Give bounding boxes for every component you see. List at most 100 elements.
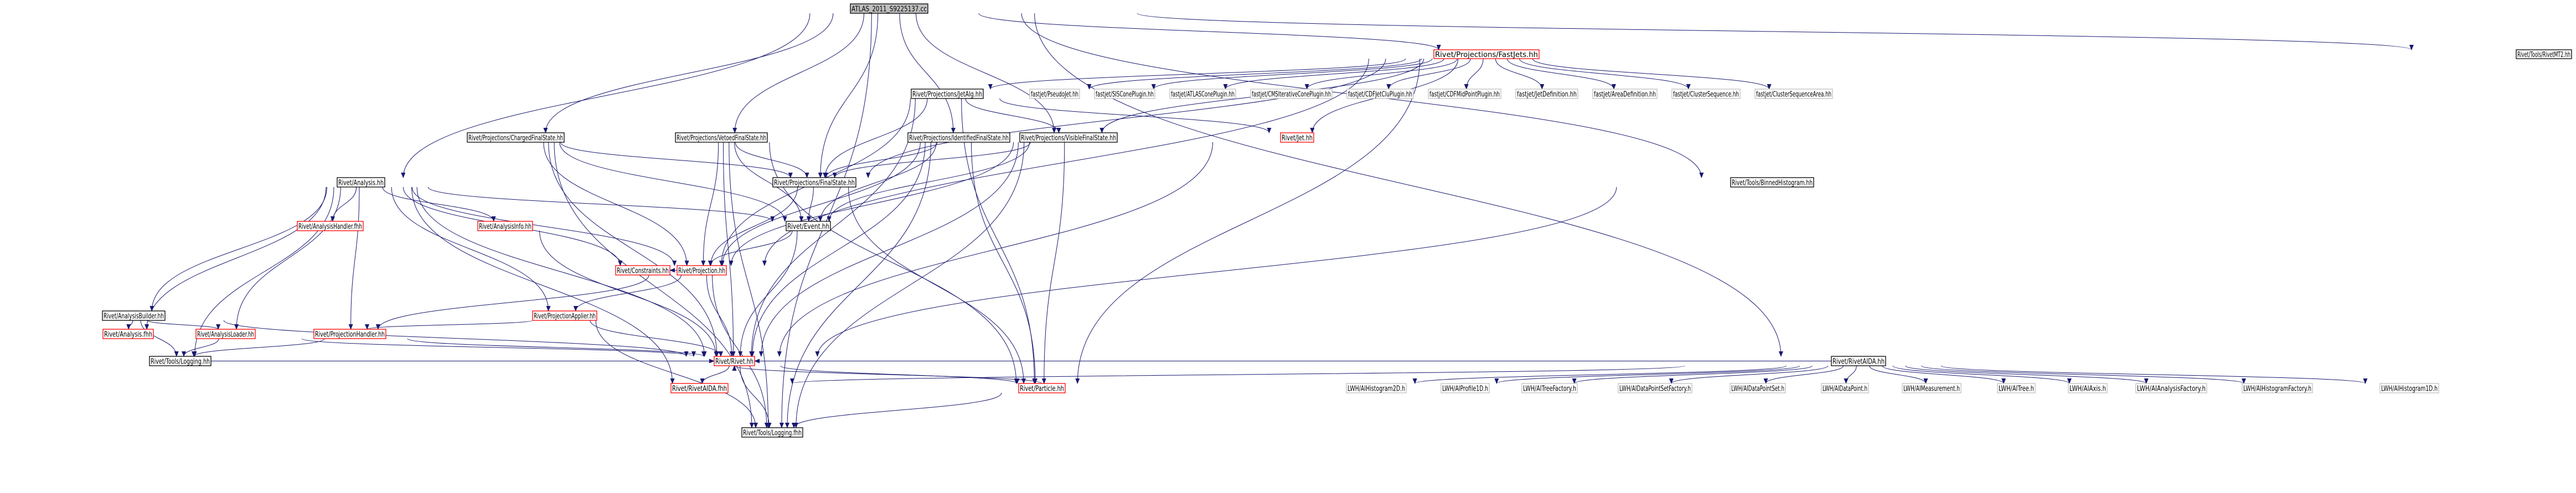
node-identifiedfs[interactable]: Rivet/Projections/IdentifiedFinalState.h…: [907, 132, 1010, 143]
node-analysisfhh[interactable]: Rivet/Analysis.fhh: [102, 329, 154, 339]
node-jet[interactable]: Rivet/Jet.hh: [1280, 132, 1314, 143]
node-box-particle: [1018, 383, 1066, 393]
node-itree: LWH/AITree.h: [1997, 383, 2036, 393]
edge-analysis-to-projection: [411, 186, 677, 266]
edge-root-to-rivetaidahh: [1034, 13, 1783, 357]
edge-analysis-to-projhandler: [348, 186, 360, 330]
edge-root-to-rivetmt2: [1137, 13, 2414, 50]
node-siscone: fastjet/SISConePlugin.hh: [1094, 89, 1155, 99]
node-binnedhisto[interactable]: Rivet/Tools/BinnedHistogram.hh: [1730, 177, 1814, 188]
edge-visiblefs-to-toolsloggingfhh: [793, 142, 1025, 428]
node-label-atlascone: fastjet/ATLASConePlugin.hh: [1171, 90, 1235, 99]
node-label-ianalysisfactory: LWH/AIAnalysisFactory.h: [2137, 385, 2206, 393]
node-ihistofactory: LWH/AIHistogramFactory.h: [2242, 383, 2313, 393]
node-box-binnedhisto: [1730, 177, 1814, 188]
node-rivethh[interactable]: Rivet/Rivet.hh: [714, 356, 755, 366]
edge-root-to-vetoedfs: [732, 13, 865, 133]
node-projapplier[interactable]: Rivet/ProjectionApplier.hh: [532, 310, 597, 321]
node-jetdef: fastjet/JetDefinition.hh: [1515, 89, 1578, 99]
node-label-event: Rivet/Event.hh: [787, 222, 829, 231]
node-imeasurement: LWH/AIMeasurement.h: [1902, 383, 1961, 393]
node-jetalg[interactable]: Rivet/Projections/JetAlg.hh: [911, 89, 984, 99]
node-box-idpsfactory: [1618, 383, 1692, 393]
edge-visiblefs-to-projection: [729, 142, 1014, 266]
node-box-cdfjetclu: [1346, 89, 1414, 99]
node-analysisinfo[interactable]: Rivet/AnalysisInfo.hh: [477, 221, 533, 231]
node-constraints[interactable]: Rivet/Constraints.hh: [615, 265, 670, 276]
edge-analysis-to-rivethh: [416, 186, 707, 357]
node-rivetmt2[interactable]: Rivet/Tools/RivetMT2.hh: [2516, 49, 2572, 59]
edge-chargedfs-to-projection: [543, 142, 689, 266]
node-toolsloggingfhh[interactable]: Rivet/Tools/Logging.fhh: [741, 427, 803, 438]
edge-identifiedfs-to-toolsloggingfhh: [784, 142, 931, 428]
edge-analysis-to-toolslogginghh: [192, 186, 334, 357]
node-clusterseq: fastjet/ClusterSequence.hh: [1671, 89, 1741, 99]
node-idpsfactory: LWH/AIDataPointSetFactory.h: [1618, 383, 1692, 393]
edge-vetoedfs-to-rivethh: [723, 142, 736, 357]
node-label-fastjets: Rivet/Projections/FastJets.hh: [1435, 50, 1538, 59]
edge-root-to-visiblefs: [916, 13, 1057, 133]
node-analysis[interactable]: Rivet/Analysis.hh: [337, 177, 385, 188]
edge-rivetaidahh-to-ihistogram2d: [1413, 365, 1787, 384]
edge-analysisloader-to-rivethh: [301, 338, 696, 357]
node-analysisbuilder[interactable]: Rivet/AnalysisBuilder.hh: [102, 310, 166, 321]
edge-identifiedfs-to-finalstate: [823, 142, 938, 178]
node-ianalysisfactory: LWH/AIAnalysisFactory.h: [2135, 383, 2207, 393]
node-analysisloader[interactable]: Rivet/AnalysisLoader.hh: [195, 329, 256, 339]
node-chargedfs[interactable]: Rivet/Projections/ChargedFinalState.hh: [467, 132, 565, 143]
node-toolslogginghh[interactable]: Rivet/Tools/Logging.hh: [149, 356, 211, 366]
header-nodes: ATLAS_2011_S9225137.ccRivet/Projections/…: [102, 3, 2572, 438]
node-box-identifiedfs: [907, 132, 1010, 143]
edge-visiblefs-to-finalstate: [832, 142, 1031, 178]
edge-finalstate-to-projection: [708, 186, 798, 266]
edge-fastjets-to-areadef: [1507, 58, 1616, 90]
node-box-itreefactory: [1521, 383, 1578, 393]
edge-fastjets-to-finalstate: [866, 58, 1386, 178]
edge-jetalg-to-visiblefs: [965, 98, 1061, 133]
node-box-root: [850, 3, 928, 14]
node-box-atlascone: [1169, 89, 1236, 99]
node-box-analysisfhh: [102, 329, 154, 339]
node-projhandler[interactable]: Rivet/ProjectionHandler.hh: [313, 329, 386, 339]
node-label-constraints: Rivet/Constraints.hh: [617, 267, 669, 276]
edge-finalstate-to-event: [806, 186, 814, 222]
node-box-rivethh: [714, 356, 755, 366]
node-particle[interactable]: Rivet/Particle.hh: [1018, 383, 1066, 393]
edge-fastjets-to-siscone: [1151, 58, 1433, 90]
node-box-siscone: [1094, 89, 1155, 99]
node-box-rivetaidahh: [1831, 356, 1886, 366]
edge-fastjets-to-clusterseqarea: [1532, 58, 1772, 90]
node-box-cmscone: [1250, 89, 1333, 99]
node-rivetaidahh[interactable]: Rivet/RivetAIDA.hh: [1831, 356, 1886, 366]
node-label-rivetmt2: Rivet/Tools/RivetMT2.hh: [2517, 50, 2570, 59]
node-box-visiblefs: [1019, 132, 1118, 143]
node-label-toolslogginghh: Rivet/Tools/Logging.hh: [151, 357, 210, 366]
node-event[interactable]: Rivet/Event.hh: [786, 221, 831, 231]
edge-root-to-analysis: [401, 13, 811, 178]
edge-fastjets-to-clusterseq: [1519, 58, 1691, 90]
node-label-rivethh: Rivet/Rivet.hh: [715, 357, 753, 366]
node-clusterseqarea: fastjet/ClusterSequenceArea.hh: [1754, 89, 1833, 99]
node-atlascone: fastjet/ATLASConePlugin.hh: [1169, 89, 1236, 99]
node-box-pseudojet: [1029, 89, 1080, 99]
node-box-iaxis: [2068, 383, 2108, 393]
node-box-analysisinfo: [477, 221, 533, 231]
node-label-analysisinfo: Rivet/AnalysisInfo.hh: [479, 222, 531, 231]
node-finalstate[interactable]: Rivet/Projections/FinalState.hh: [772, 177, 856, 188]
node-fastjets[interactable]: Rivet/Projections/FastJets.hh: [1433, 49, 1540, 59]
node-box-ihistogram1d: [2379, 383, 2439, 393]
edge-visiblefs-to-particle: [1041, 142, 1065, 384]
edge-fastjets-to-cdfjetclu: [1386, 58, 1471, 90]
node-vetoedfs[interactable]: Rivet/Projections/VetoedFinalState.hh: [675, 132, 768, 143]
edge-projection-to-projapplier: [573, 274, 682, 312]
node-rivetaidafhh[interactable]: Rivet/RivetAIDA.fhh: [670, 383, 729, 393]
node-cdfjetclu: fastjet/CDFJetCluPlugin.hh: [1346, 89, 1414, 99]
node-analysishandlerfhh[interactable]: Rivet/AnalysisHandler.fhh: [297, 221, 364, 231]
node-label-idp: LWH/AIDataPoint.h: [1823, 385, 1867, 393]
node-label-projection: Rivet/Projection.hh: [678, 267, 725, 276]
edge-chargedfs-to-toolsloggingfhh: [554, 142, 754, 428]
node-projection[interactable]: Rivet/Projection.hh: [677, 265, 727, 276]
node-visiblefs[interactable]: Rivet/Projections/VisibleFinalState.hh: [1019, 132, 1118, 143]
node-label-visiblefs: Rivet/Projections/VisibleFinalState.hh: [1021, 134, 1116, 143]
edge-chargedfs-to-rivethh: [548, 142, 719, 357]
